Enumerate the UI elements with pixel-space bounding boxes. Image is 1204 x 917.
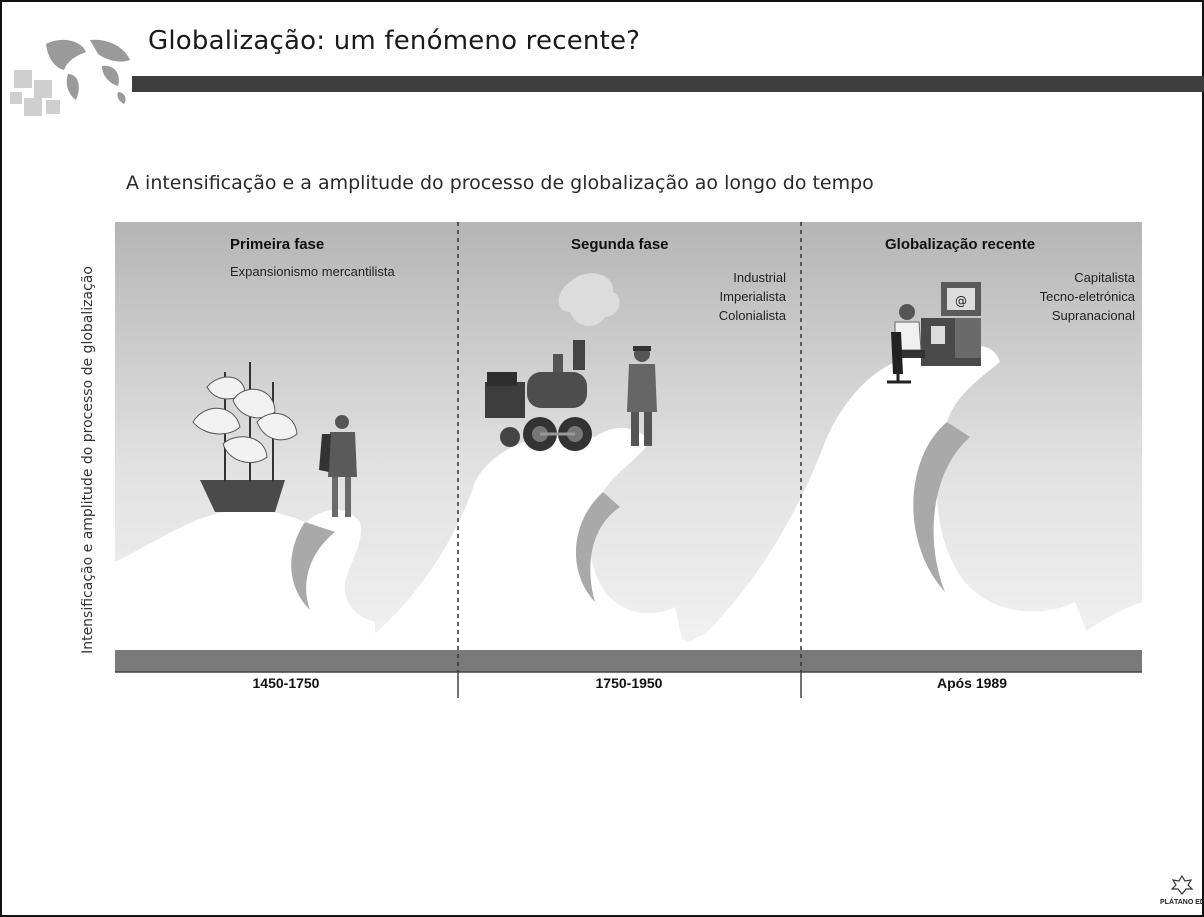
phase-2-descriptor: Industrial <box>733 270 786 285</box>
phase-2-period: 1750-1950 <box>595 675 663 691</box>
world-map-logo-icon <box>10 39 130 116</box>
sea-base <box>115 602 1142 652</box>
slide-title: Globalização: um fenómeno recente? <box>148 26 641 56</box>
phase-1-name: Primeira fase <box>230 236 325 253</box>
phase-1-period: 1450-1750 <box>252 675 320 691</box>
phase-1: Primeira fase Expansionismo mercantilist… <box>230 236 450 281</box>
steam-locomotive-icon <box>485 273 620 451</box>
phase-1-descriptor: Expansionismo mercantilista <box>230 264 395 279</box>
caravel-ship-icon <box>192 362 298 512</box>
globalization-waves-diagram: @ Primeira fase Expansionismo mercantili… <box>115 222 1142 702</box>
navigator-figure-icon <box>319 415 357 517</box>
phase-3-period: Após 1989 <box>936 675 1008 691</box>
diagram-subtitle: A intensificação e a amplitude do proces… <box>126 172 874 194</box>
phase-3-descriptors: Capitalista Tecno-eletrónica Supranacion… <box>935 268 1135 325</box>
sea-band <box>115 650 1142 672</box>
phase-3: Globalização recente <box>885 236 1125 253</box>
y-axis-label: Intensificação e amplitude do processo d… <box>80 266 96 654</box>
phase-3-descriptor: Capitalista <box>1074 270 1135 285</box>
railway-worker-icon <box>627 346 657 446</box>
publisher-logo: PLÁTANO EDITORA <box>1160 874 1204 906</box>
phase-2: Segunda fase <box>571 236 786 253</box>
wave-small <box>115 509 375 652</box>
wave-tall <box>685 345 1095 652</box>
waves-illustration: @ <box>115 222 1142 698</box>
publisher-name: PLÁTANO EDITORA <box>1160 899 1204 906</box>
phase-3-descriptor: Tecno-eletrónica <box>1039 289 1135 304</box>
person-at-computer-icon: @ <box>887 282 981 384</box>
title-underline-bar <box>132 76 1204 92</box>
phase-2-name: Segunda fase <box>571 236 669 253</box>
plane-tree-leaf-icon <box>1170 874 1194 895</box>
phase-2-descriptors: Industrial Imperialista Colonialista <box>585 268 786 325</box>
phase-2-descriptor: Imperialista <box>719 289 786 304</box>
phase-3-name: Globalização recente <box>885 236 1036 253</box>
phase-3-descriptor: Supranacional <box>1051 308 1135 323</box>
svg-text:@: @ <box>955 294 967 308</box>
wave-medium <box>365 427 685 652</box>
phase-2-descriptor: Colonialista <box>718 308 786 323</box>
